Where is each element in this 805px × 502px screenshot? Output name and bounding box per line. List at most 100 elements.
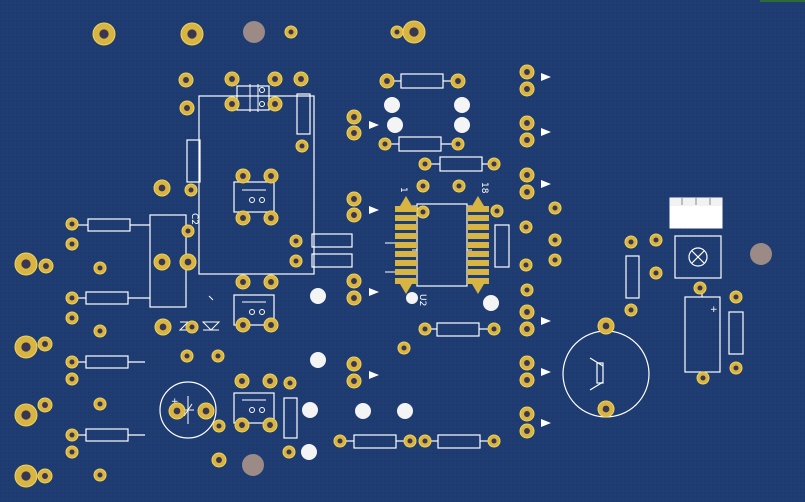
pad-hole-1 bbox=[187, 29, 197, 39]
pad-hole-68 bbox=[351, 114, 357, 120]
pad-hole-34 bbox=[239, 422, 245, 428]
pad-hole-22 bbox=[158, 258, 166, 266]
pad-hole-24 bbox=[240, 279, 246, 285]
pad-hole-100 bbox=[401, 345, 407, 351]
pad-hole-70 bbox=[351, 196, 357, 202]
pad-hole-48 bbox=[21, 471, 31, 481]
pad-hole-96 bbox=[524, 411, 530, 417]
pad-hole-9 bbox=[184, 105, 190, 111]
pad-hole-74 bbox=[351, 361, 357, 367]
pad-hole-57 bbox=[69, 376, 75, 382]
pad-hole-59 bbox=[69, 432, 75, 438]
pad-hole-109 bbox=[653, 237, 659, 243]
pad-hole-72 bbox=[351, 278, 357, 284]
pad-hole-101 bbox=[337, 438, 343, 444]
pad-hole-65 bbox=[455, 141, 461, 147]
pad-hole-78 bbox=[420, 209, 426, 215]
pad-hole-12 bbox=[299, 143, 305, 149]
pad-hole-3 bbox=[394, 29, 400, 35]
pad-hole-87 bbox=[524, 86, 530, 92]
trimmer-outline bbox=[674, 235, 722, 279]
pad-hole-18 bbox=[268, 215, 274, 221]
pad-hole-13 bbox=[188, 187, 194, 193]
pad-hole-97 bbox=[524, 428, 530, 434]
pad-hole-14 bbox=[158, 184, 166, 192]
pad-hole-36 bbox=[287, 380, 293, 386]
pad-hole-0 bbox=[99, 29, 109, 39]
switch-outline-top bbox=[236, 85, 270, 111]
pad-hole-105 bbox=[602, 322, 610, 330]
pad-hole-52 bbox=[97, 265, 103, 271]
pad-hole-42 bbox=[21, 259, 31, 269]
pad-hole-93 bbox=[524, 326, 530, 332]
pad-hole-71 bbox=[351, 212, 357, 218]
pad-hole-6 bbox=[229, 76, 235, 82]
pad-hole-5 bbox=[183, 77, 189, 83]
pad-hole-27 bbox=[268, 322, 274, 328]
pad-hole-114 bbox=[700, 375, 706, 381]
led-indicators bbox=[369, 73, 551, 427]
pad-hole-16 bbox=[268, 173, 274, 179]
pad-hole-82 bbox=[552, 205, 558, 211]
switch-outline-3 bbox=[233, 392, 275, 424]
mounting-holes bbox=[242, 21, 772, 476]
silkscreen-labels: 1 18 U2 C2 + + bbox=[171, 182, 718, 407]
pad-hole-44 bbox=[21, 342, 31, 352]
electrolytic-plus-label: + bbox=[171, 397, 179, 407]
switch-outline-2 bbox=[233, 294, 275, 326]
unplated-holes bbox=[301, 97, 499, 460]
right-cap-plus-label: + bbox=[710, 305, 718, 315]
pad-hole-10 bbox=[229, 101, 235, 107]
u2-ref-label: U2 bbox=[417, 294, 427, 306]
pad-hole-95 bbox=[524, 377, 530, 383]
pad-hole-50 bbox=[69, 221, 75, 227]
pad-hole-61 bbox=[97, 472, 103, 478]
pad-hole-60 bbox=[69, 449, 75, 455]
pad-hole-51 bbox=[69, 241, 75, 247]
c2-ref-label: C2 bbox=[189, 213, 199, 225]
pad-hole-43 bbox=[43, 263, 49, 269]
pad-hole-33 bbox=[267, 378, 273, 384]
pad-hole-69 bbox=[351, 130, 357, 136]
pad-hole-62 bbox=[384, 78, 390, 84]
pad-hole-92 bbox=[524, 309, 530, 315]
pad-hole-80 bbox=[523, 224, 529, 230]
through-hole-pads bbox=[14, 20, 743, 488]
u2-pin1-label: 1 bbox=[398, 187, 408, 193]
pad-hole-64 bbox=[382, 141, 388, 147]
pad-hole-30 bbox=[184, 353, 190, 359]
u2-smd-pads bbox=[395, 196, 489, 294]
pad-hole-35 bbox=[267, 422, 273, 428]
pad-hole-85 bbox=[524, 287, 530, 293]
pad-hole-83 bbox=[552, 237, 558, 243]
pad-hole-99 bbox=[491, 326, 497, 332]
pad-hole-88 bbox=[524, 120, 530, 126]
pad-hole-110 bbox=[653, 270, 659, 276]
trimmer-symbol bbox=[688, 247, 708, 267]
pad-hole-38 bbox=[173, 407, 181, 415]
pad-hole-55 bbox=[97, 328, 103, 334]
pad-hole-49 bbox=[42, 473, 48, 479]
pin-header bbox=[669, 197, 723, 229]
pad-hole-39 bbox=[202, 407, 210, 415]
pad-hole-76 bbox=[420, 183, 426, 189]
pad-hole-84 bbox=[552, 257, 558, 263]
pad-hole-26 bbox=[240, 322, 246, 328]
pad-hole-111 bbox=[697, 285, 703, 291]
pad-hole-40 bbox=[216, 457, 222, 463]
pad-hole-29 bbox=[189, 324, 195, 330]
pad-hole-20 bbox=[293, 258, 299, 264]
pad-hole-54 bbox=[69, 315, 75, 321]
pad-hole-113 bbox=[733, 365, 739, 371]
pad-hole-28 bbox=[159, 323, 167, 331]
pad-hole-102 bbox=[407, 438, 413, 444]
transistor-symbol bbox=[589, 357, 604, 391]
pad-hole-17 bbox=[240, 215, 246, 221]
pad-hole-32 bbox=[239, 378, 245, 384]
pad-hole-37 bbox=[216, 423, 222, 429]
pad-hole-108 bbox=[628, 307, 634, 313]
switch-outline-1 bbox=[233, 181, 275, 213]
pad-hole-106 bbox=[602, 405, 610, 413]
pad-hole-73 bbox=[351, 295, 357, 301]
